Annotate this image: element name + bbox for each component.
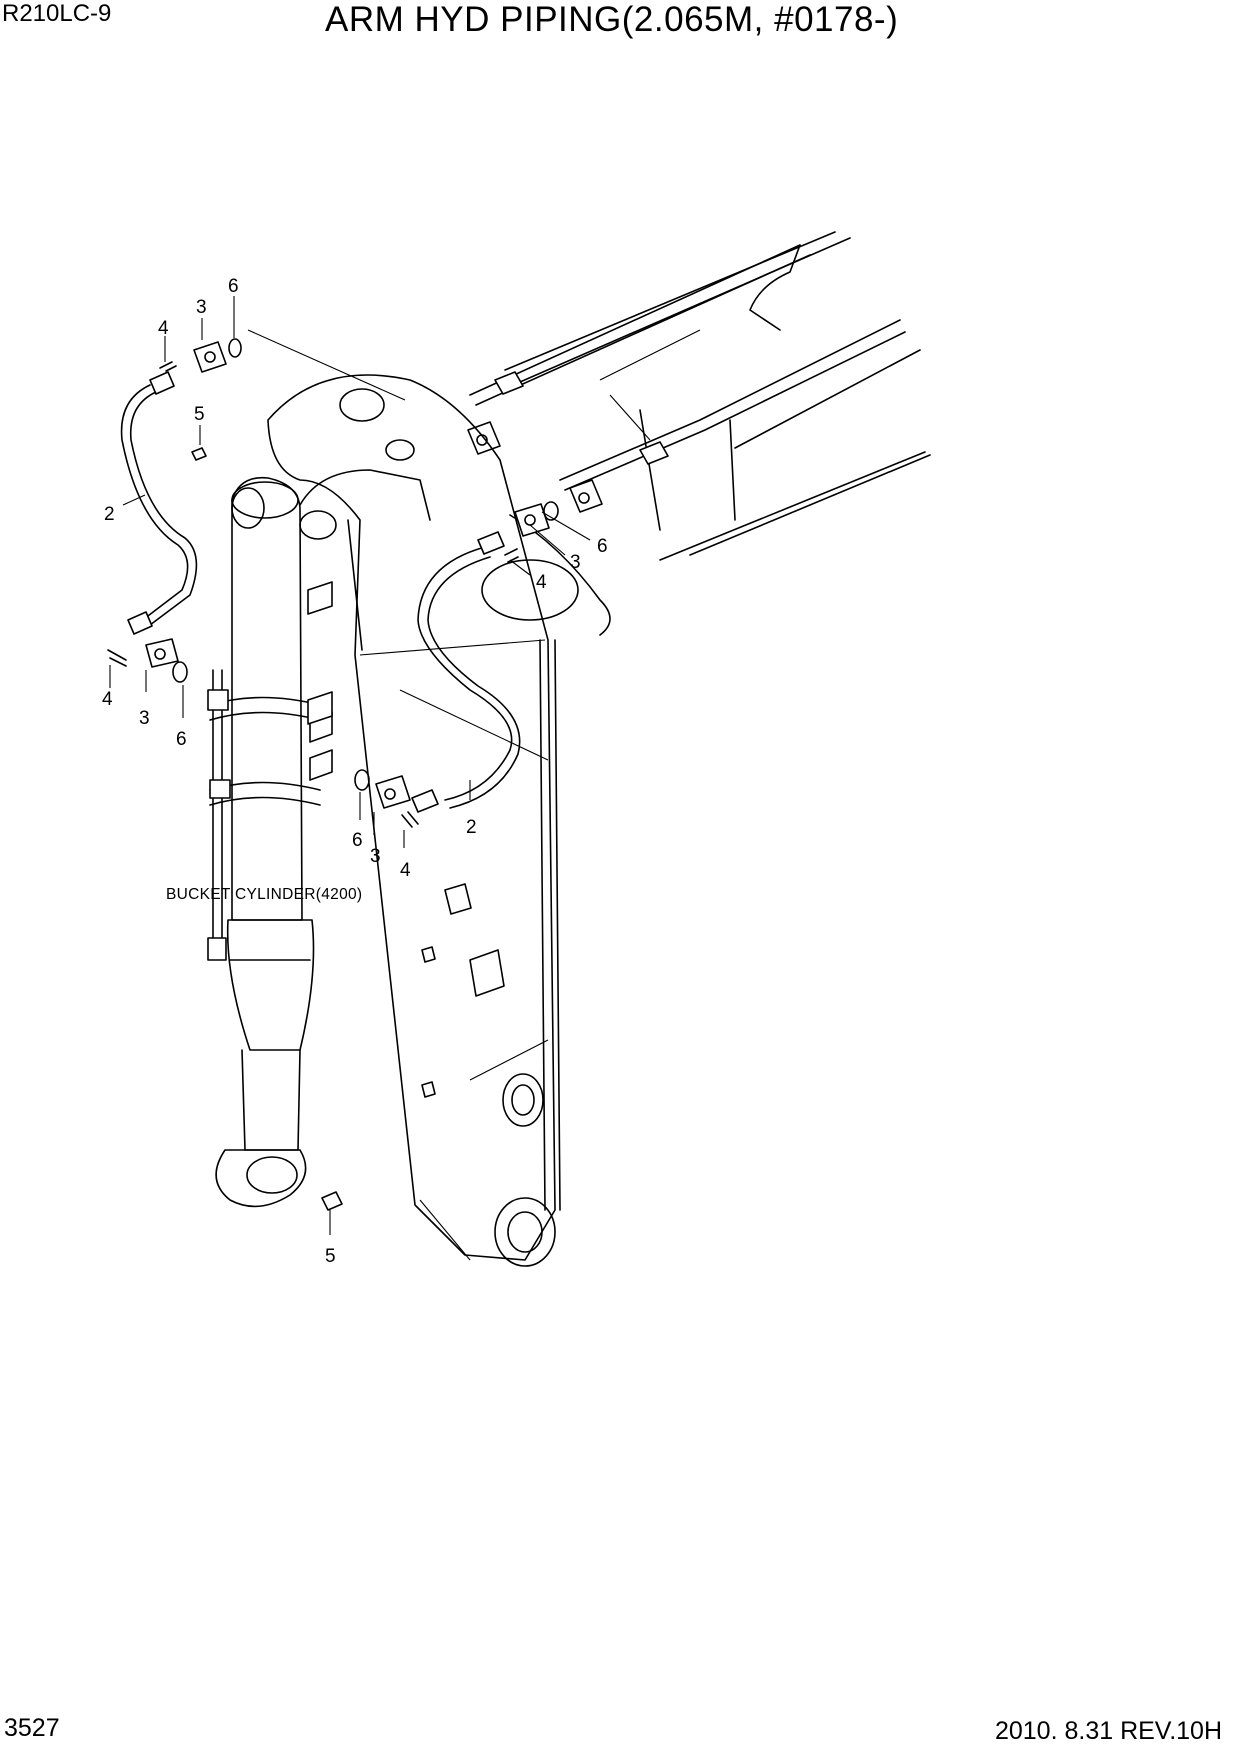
arm-body: [267, 374, 561, 1267]
hose-2-left: [107, 338, 242, 683]
model-number: R210LC-9: [2, 0, 112, 27]
page-number: 3527: [4, 1714, 60, 1742]
callout-2: 2: [466, 817, 477, 838]
callout-labels: 6 3 4 5 2 6 3 4 4 3 6 2 6 3 4 5: [102, 276, 608, 1267]
callout-4: 4: [158, 318, 169, 339]
grease-nipple-bottom: [321, 1191, 343, 1211]
callout-3: 3: [370, 846, 381, 867]
callout-3: 3: [570, 552, 581, 573]
hose-2-right: [354, 501, 559, 828]
page-title: ARM HYD PIPING(2.065M, #0178-): [325, 0, 899, 39]
callout-5: 5: [325, 1246, 336, 1267]
revision-date: 2010. 8.31 REV.10H: [994, 1717, 1222, 1745]
leader-lines: [109, 296, 591, 1235]
callout-6: 6: [228, 276, 239, 297]
callout-6: 6: [597, 536, 608, 557]
bucket-cylinder-note: BUCKET CYLINDER(4200): [166, 886, 362, 903]
callout-4: 4: [400, 860, 411, 881]
callout-6: 6: [352, 830, 363, 851]
callout-3: 3: [196, 297, 207, 318]
callout-5: 5: [194, 404, 205, 425]
callout-3: 3: [139, 708, 150, 729]
callout-4: 4: [536, 572, 547, 593]
callout-2: 2: [104, 504, 115, 525]
callout-4: 4: [102, 689, 113, 710]
callout-6: 6: [176, 729, 187, 750]
bucket-cylinder: [207, 476, 333, 1208]
